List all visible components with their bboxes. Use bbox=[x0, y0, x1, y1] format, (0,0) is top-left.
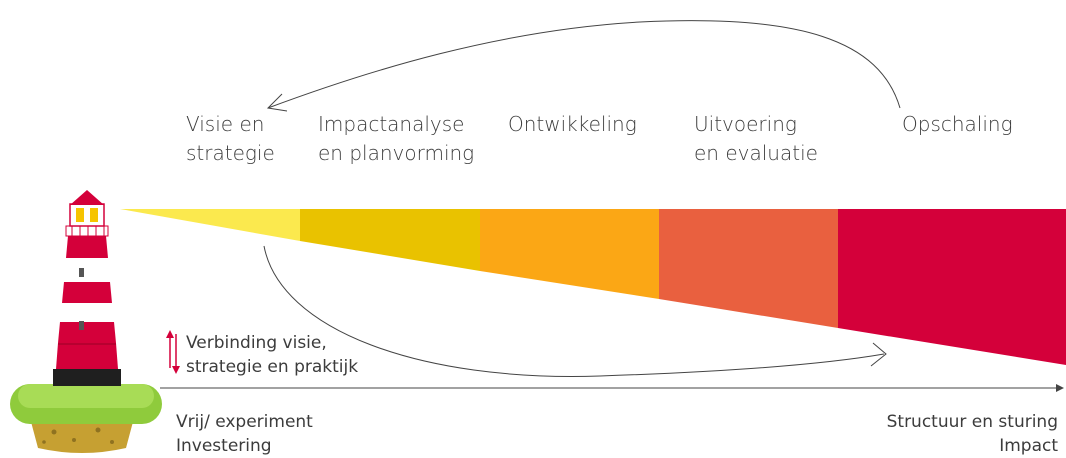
practice-arrowhead bbox=[870, 342, 887, 367]
connection-label: Verbinding visie, strategie en praktijk bbox=[186, 331, 358, 379]
connection-line1: Verbinding visie, bbox=[186, 333, 327, 353]
phase-impactanalyse: Impactanalyse en planvorming bbox=[318, 110, 474, 168]
lighthouse-icon bbox=[10, 190, 162, 453]
wedge-segment-3 bbox=[480, 209, 659, 299]
axis-left-line1: Vrij/ experiment bbox=[176, 412, 313, 432]
wedge-segment-4 bbox=[659, 209, 838, 328]
axis-right-label: Structuur en sturing Impact bbox=[887, 410, 1058, 458]
wedge-segment-5 bbox=[838, 209, 1066, 365]
phase-visie-strategie: Visie en strategie bbox=[186, 110, 275, 168]
practice-arrow bbox=[263, 245, 885, 377]
axis-arrowhead bbox=[1056, 384, 1064, 392]
feedback-arrow bbox=[267, 20, 901, 109]
phase-uitvoering: Uitvoering en evaluatie bbox=[694, 110, 818, 168]
phase-label-line1: Visie en bbox=[186, 112, 265, 136]
phase-label-line2: en evaluatie bbox=[694, 141, 818, 165]
phase-label-line1: Ontwikkeling bbox=[508, 112, 637, 136]
phase-label-line1: Opschaling bbox=[902, 112, 1013, 136]
phase-ontwikkeling: Ontwikkeling bbox=[508, 110, 637, 139]
feedback-arrowhead bbox=[266, 93, 288, 112]
phase-label-line1: Impactanalyse bbox=[318, 112, 465, 136]
axis-right-line1: Structuur en sturing bbox=[886, 412, 1058, 432]
axis-left-label: Vrij/ experiment Investering bbox=[176, 410, 313, 458]
up-down-arrow-icon bbox=[166, 330, 180, 374]
phase-label-line2: strategie bbox=[186, 141, 275, 165]
phase-label-line1: Uitvoering bbox=[694, 112, 797, 136]
axis-left-line2: Investering bbox=[176, 436, 272, 456]
wedge-segment-2 bbox=[300, 209, 480, 271]
axis-right-line2: Impact bbox=[999, 436, 1058, 456]
phase-label-line2: en planvorming bbox=[318, 141, 475, 165]
phase-opschaling: Opschaling bbox=[902, 110, 1013, 139]
connection-line2: strategie en praktijk bbox=[186, 357, 359, 377]
wedge-segment-1 bbox=[120, 209, 300, 241]
